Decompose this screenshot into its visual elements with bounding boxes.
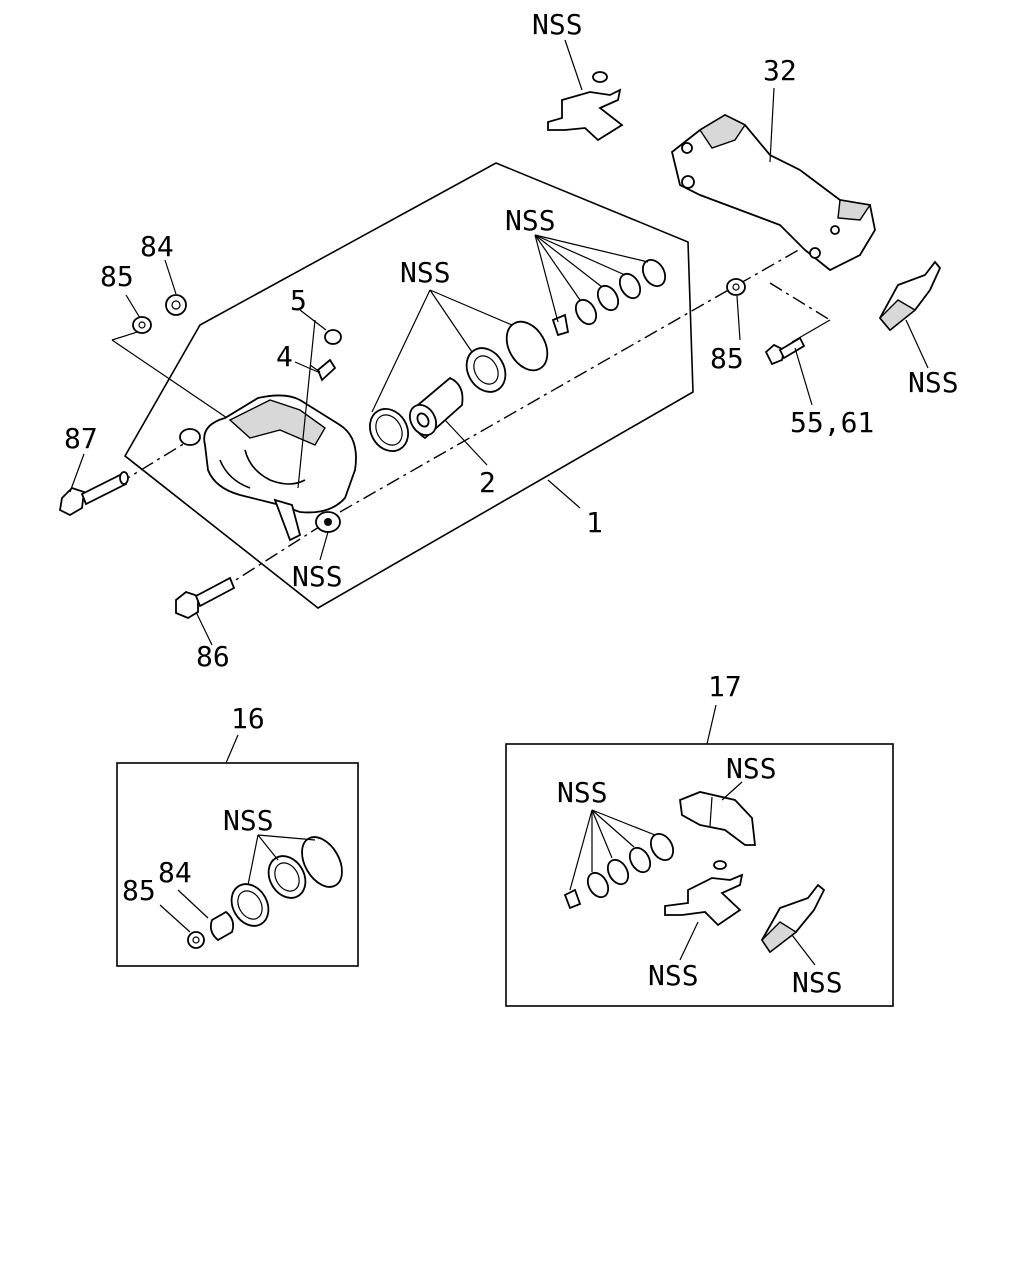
pin-seal-4 [641,258,667,288]
sleeve-84 [165,294,187,316]
kit17-seal-2 [606,858,630,886]
centerline-bracket [769,282,831,321]
label-nss-seals: NSS [400,256,451,289]
kit17-shim-1 [664,860,744,927]
label-17: 17 [708,670,742,703]
brake-pad [679,791,757,846]
leader-17 [706,704,717,745]
kit17-clip [563,888,582,910]
pin-seal-2 [596,284,620,312]
kit17-seal-1 [586,871,610,899]
caliper-bracket [670,113,876,272]
kit-17-box [505,743,894,1007]
kit17-seal-3 [628,846,652,874]
shim-right [878,260,942,332]
kit17-shim-2 [760,883,826,954]
centerline-main [339,231,831,513]
shim-top [547,71,624,142]
bushing-85-right [726,278,746,296]
label-32: 32 [763,54,797,87]
label-nss-right: NSS [908,366,959,399]
label-5: 5 [290,284,307,317]
kit17-seal-4 [649,832,675,862]
bolt-87 [59,471,129,517]
label-nss-caliper: NSS [292,560,343,593]
bushing-85 [132,316,152,334]
label-nss-pad: NSS [726,752,777,785]
label-86: 86 [196,640,230,673]
label-55-61: 55,61 [790,406,874,439]
kit16-sleeve [209,910,235,942]
label-nss-top: NSS [532,8,583,41]
pin-seal-3 [618,272,642,300]
label-nss-shim1: NSS [648,959,699,992]
kit16-bushing [187,931,205,949]
label-nss-kit17: NSS [557,776,608,809]
label-84: 84 [140,230,174,263]
piston-seal [465,347,507,393]
kit-16-box [116,762,359,967]
o-ring [505,320,549,372]
label-16: 16 [231,702,265,735]
label-1: 1 [586,506,603,539]
leader-16 [225,734,239,764]
kit16-o-ring [301,836,343,888]
bolt-86 [175,576,236,620]
bleeder-cap [324,329,342,345]
label-87: 87 [64,422,98,455]
leader-nss-top [564,39,583,91]
label-85: 85 [100,260,134,293]
bleeder-screw [309,358,337,382]
caliper-body [179,319,357,542]
piston [408,376,464,440]
label-85-right: 85 [710,342,744,375]
label-nss-pins: NSS [505,204,556,237]
label-2: 2 [479,466,496,499]
pin-clip [551,313,570,337]
dust-boot [369,408,409,452]
bolt-55-61 [764,336,806,366]
centerline-bolt86 [219,519,331,591]
label-85-kit16: 85 [122,874,156,907]
label-nss-shim2: NSS [792,966,843,999]
pin-seal-1 [574,298,598,326]
label-84-kit16: 84 [158,856,192,889]
label-nss-kit16: NSS [223,804,274,837]
caliper-assembly-outline [123,162,694,609]
leader-85-84 [111,339,231,421]
label-4: 4 [276,340,293,373]
leader-32 [769,87,775,163]
outline-edge [124,455,319,609]
kit16-boot [230,883,270,927]
